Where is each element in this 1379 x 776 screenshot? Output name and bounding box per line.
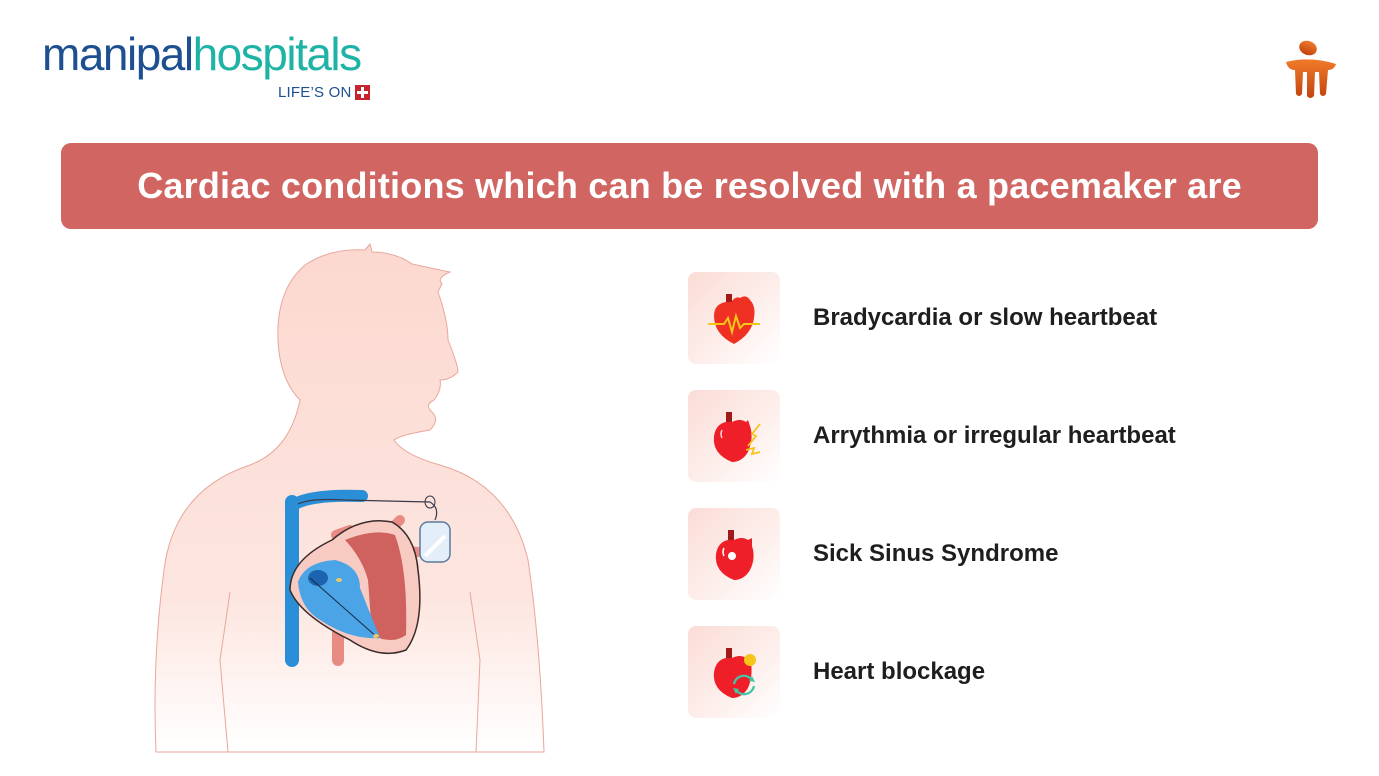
condition-item-arrythmia: Arrythmia or irregular heartbeat (688, 390, 1308, 482)
torso-pacemaker-illustration (140, 240, 560, 760)
logo-wordmark: manipalhospitals (42, 28, 362, 80)
heart-ecg-icon (688, 272, 780, 364)
condition-label: Bradycardia or slow heartbeat (813, 304, 1158, 331)
pillar-emblem-icon (1282, 36, 1338, 100)
manipal-hospitals-logo: manipalhospitals LIFE’S ON (42, 28, 402, 108)
red-plus-box-icon (355, 85, 371, 100)
heart-node-icon (688, 508, 780, 600)
condition-label: Heart blockage (813, 658, 986, 685)
title-banner: Cardiac conditions which can be resolved… (61, 143, 1318, 229)
condition-item-bradycardia: Bradycardia or slow heartbeat (688, 272, 1308, 364)
condition-label: Sick Sinus Syndrome (813, 540, 1059, 567)
condition-item-heart-blockage: Heart blockage (688, 626, 1308, 718)
heart-blockage-cycle-icon (688, 626, 780, 718)
condition-item-sick-sinus: Sick Sinus Syndrome (688, 508, 1308, 600)
logo-tagline: LIFE’S ON (278, 84, 371, 101)
condition-label: Arrythmia or irregular heartbeat (813, 422, 1176, 449)
heart-lightning-icon (688, 390, 780, 482)
page-title: Cardiac conditions which can be resolved… (137, 165, 1242, 206)
